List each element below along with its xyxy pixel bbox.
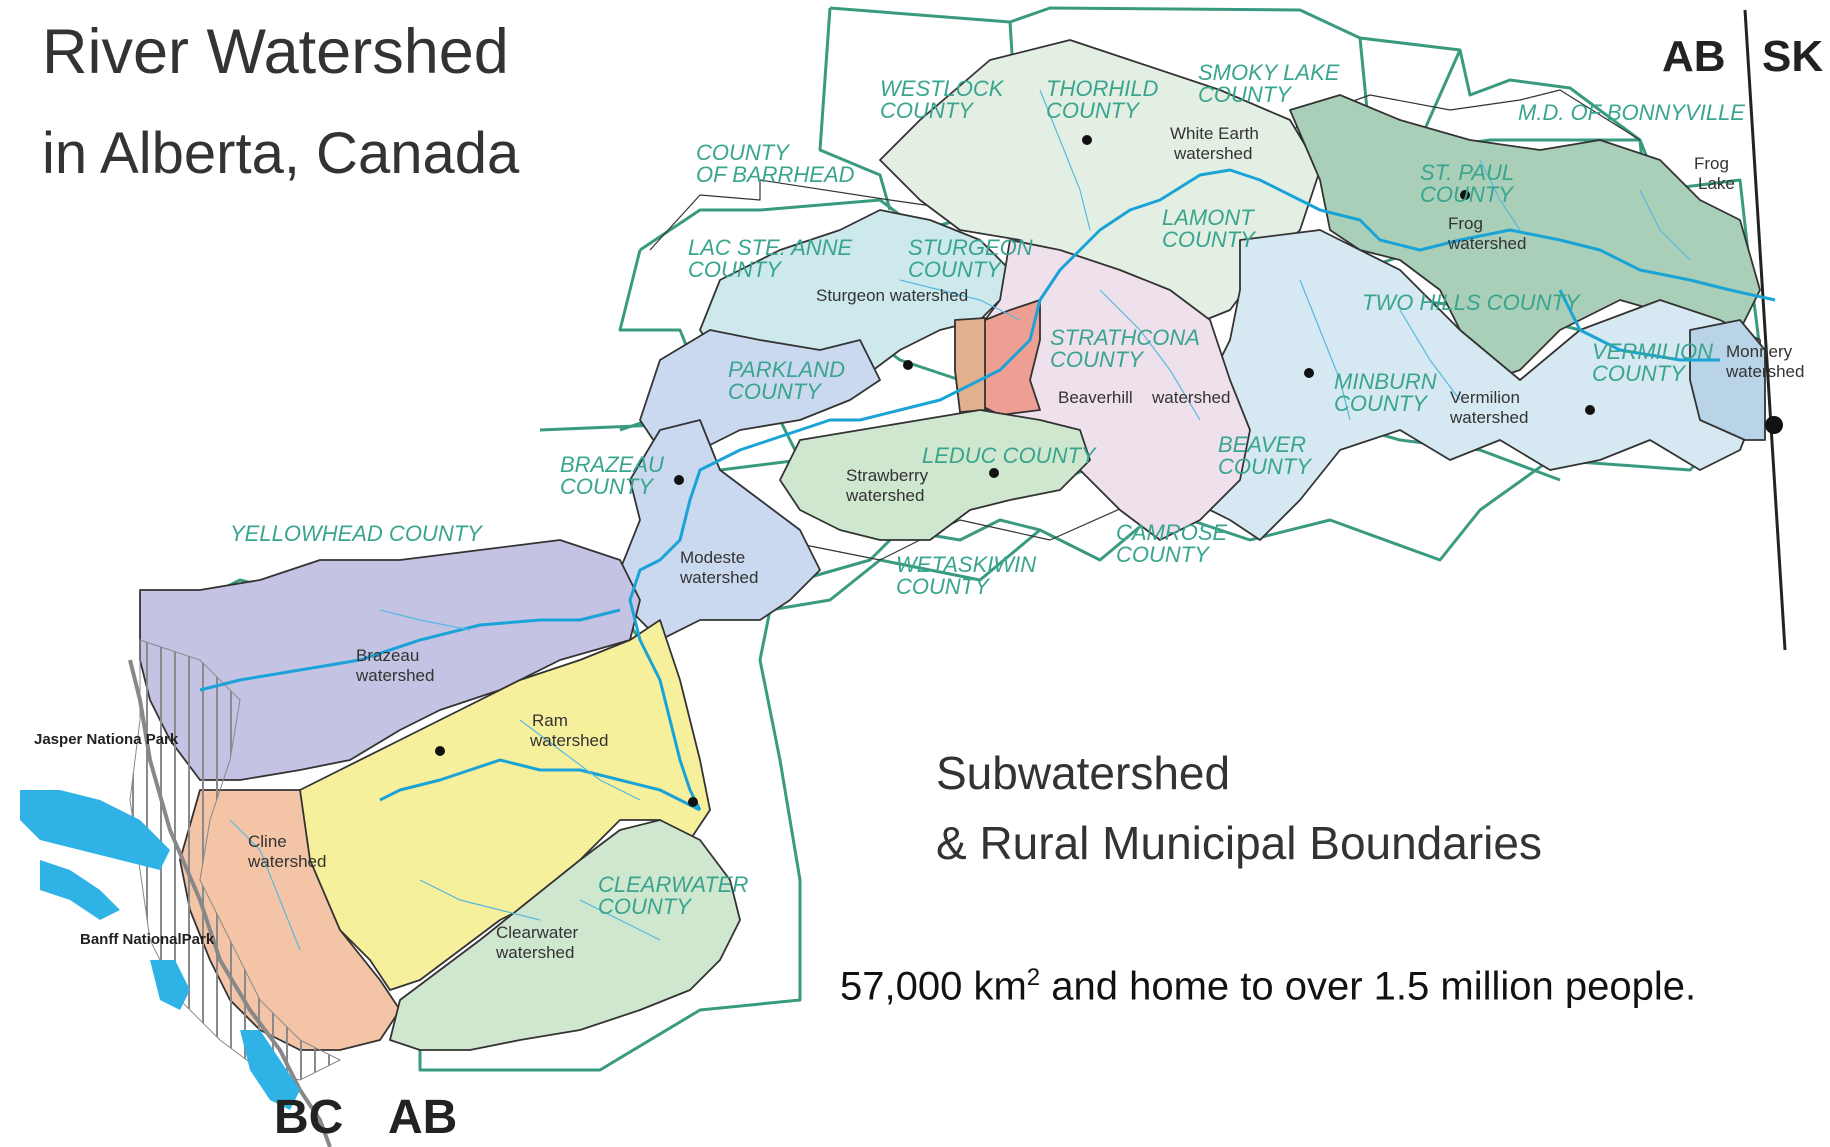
clearwater-river-line	[379, 758, 701, 812]
park-label-jasper: Jasper Nationa Park	[34, 731, 179, 748]
ab-sk-border	[1743, 9, 1787, 651]
watershed-label-sturgeon: Sturgeon watershed	[816, 286, 968, 305]
park-labels: Jasper Nationa Park Banff NationalPark	[34, 731, 215, 948]
title-line-1: River Watershed	[42, 17, 509, 87]
town-dot	[989, 468, 999, 478]
tributaries	[229, 89, 1691, 951]
watershed-areas	[139, 39, 1766, 1051]
province-label-sk-top: SK	[1762, 32, 1824, 81]
modeste-watershed-area	[619, 419, 821, 641]
town-dot	[1082, 135, 1092, 145]
town-dot	[688, 797, 698, 807]
vermilion-river-line	[1558, 289, 1720, 362]
county-label-bonnyville: M.D. OF BONNYVILLE	[1518, 100, 1745, 125]
town-dot	[435, 746, 445, 756]
county-label-leduc: LEDUC COUNTY	[922, 443, 1097, 468]
province-label-ab-top: AB	[1662, 32, 1726, 81]
town-dots	[435, 135, 1783, 807]
county-label-two-hills: TWO HILLS COUNTY	[1362, 290, 1581, 315]
rivers	[199, 168, 1776, 812]
stat-prefix: 57,000 km	[840, 964, 1027, 1009]
town-dot	[1765, 416, 1783, 434]
town-dot	[1585, 405, 1595, 415]
province-label-bc-bottom: BC	[274, 1091, 344, 1144]
town-dot	[674, 475, 684, 485]
north-saskatchewan-river-line	[628, 168, 1776, 811]
town-dot	[1304, 368, 1314, 378]
strawberry-watershed-area	[779, 409, 1091, 541]
monnery-watershed-area	[1689, 319, 1766, 441]
county-label-yellowhead: YELLOWHEAD COUNTY	[230, 521, 483, 546]
park-label-banff: Banff NationalPark	[80, 931, 215, 948]
stat-superscript: 2	[1026, 964, 1041, 991]
town-dot	[1460, 190, 1470, 200]
stat-caption: 57,000 km2 and home to over 1.5 million …	[840, 964, 1696, 1009]
brazeau-river-line	[199, 608, 621, 692]
clearwater-watershed-area	[389, 819, 741, 1051]
subtitle-line-1: Subwatershed	[936, 747, 1231, 799]
stat-suffix: and home to over 1.5 million people.	[1040, 964, 1697, 1009]
province-label-ab-bottom: AB	[388, 1091, 458, 1144]
title-line-2: in Alberta, Canada	[42, 121, 520, 186]
national-park-hatch	[129, 639, 342, 1081]
bc-ab-border	[20, 659, 332, 1147]
edmonton-west-area	[954, 317, 986, 413]
town-dot	[903, 360, 913, 370]
subtitle-line-2: & Rural Municipal Boundaries	[936, 817, 1542, 869]
